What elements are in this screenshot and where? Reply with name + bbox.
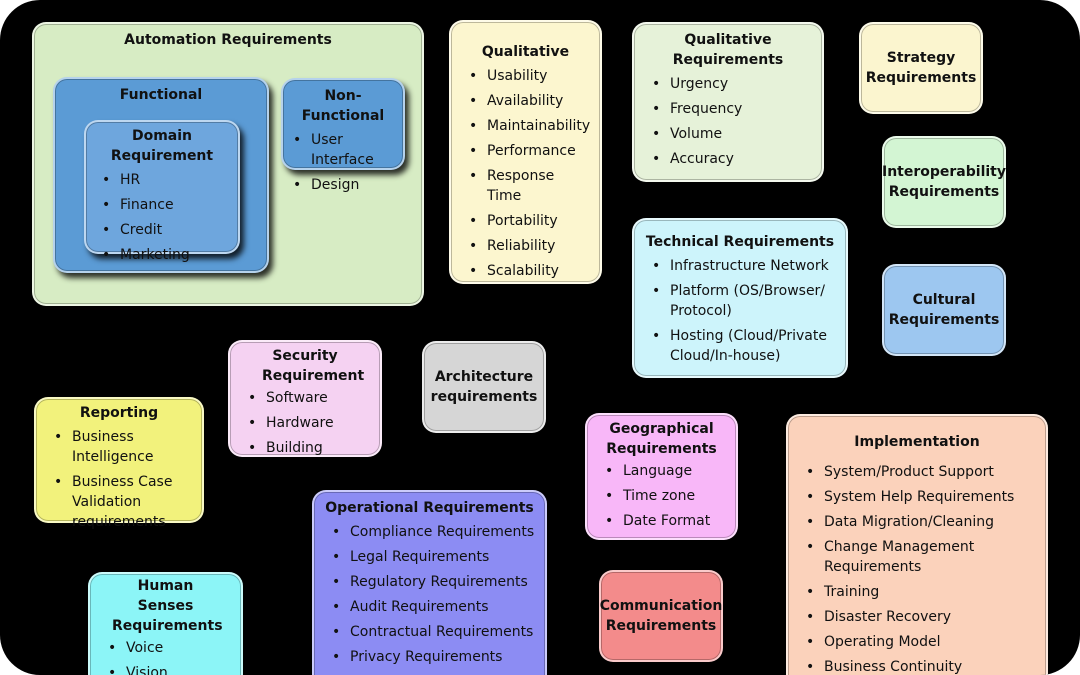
automation-requirements-title: Automation Requirements <box>124 32 332 48</box>
architecture-requirements-box: Architecture requirements <box>422 341 546 433</box>
list-item: Portability <box>469 211 592 231</box>
list-item: Finance <box>102 195 232 215</box>
qualitative-title: Qualitative <box>481 44 570 60</box>
cultural-requirements-box: Cultural Requirements <box>882 264 1006 356</box>
reporting-box: Reporting Business IntelligenceBusiness … <box>34 397 204 530</box>
list-item: Business Intelligence <box>54 427 194 467</box>
strategy-requirements-box: Strategy Requirements <box>859 22 983 114</box>
list-item: Credit <box>102 220 232 240</box>
cultural-requirements-title: Cultural Requirements <box>888 292 1000 328</box>
geographical-requirements-box: Geographical Requirements LanguageTime z… <box>585 413 738 540</box>
list-item: Building Access <box>248 438 372 455</box>
list-item: Data Migration/Cleaning <box>806 512 1038 532</box>
domain-requirement-title: Domain Requirement <box>110 128 214 164</box>
qualitative-requirements-list: UrgencyFrequencyVolumeAccuracy <box>642 74 814 169</box>
list-item: Infrastructure Network <box>652 256 838 276</box>
domain-requirement-box: Domain Requirement HR FinanceCreditMarket… <box>84 120 240 265</box>
list-item: System/Product Support <box>806 462 1038 482</box>
strategy-requirements-title: Strategy Requirements <box>865 50 977 86</box>
qualitative-box: Qualitative UsabilityAvailabilityMaintai… <box>449 20 602 284</box>
list-item: System Help Requirements <box>806 487 1038 507</box>
security-requirement-list: SoftwareHardwareBuilding Access <box>238 388 372 455</box>
domain-requirement-list: HR FinanceCreditMarketing <box>92 170 232 265</box>
geographical-requirements-title: Geographical Requirements <box>606 421 717 457</box>
human-senses-requirements-box: Human Senses Requirements VoiceVisionTou… <box>88 572 243 675</box>
list-item: Training <box>806 582 1038 602</box>
geographical-requirements-list: LanguageTime zoneDate Format <box>595 461 728 531</box>
list-item: Time zone <box>605 486 728 506</box>
communication-requirements-title: Communication Requirements <box>599 598 723 634</box>
list-item: Language <box>605 461 728 481</box>
list-item: Design <box>293 175 395 195</box>
non-functional-list: User InterfaceDesign <box>291 130 395 195</box>
qualitative-list: UsabilityAvailabilityMaintainabilityPerf… <box>459 66 592 281</box>
list-item: Scalability <box>469 261 592 281</box>
list-item: Voice <box>108 638 233 658</box>
list-item: Operating Model <box>806 632 1038 652</box>
interoperability-requirements-box: Interoperability Requirements <box>882 136 1006 228</box>
technical-requirements-title: Technical Requirements <box>645 234 835 250</box>
list-item: Date Format <box>605 511 728 531</box>
operational-requirements-box: Operational Requirements Compliance Requ… <box>312 490 547 675</box>
reporting-list: Business IntelligenceBusiness Case Valid… <box>44 427 194 532</box>
human-senses-requirements-title: Human Senses Requirements <box>112 578 223 634</box>
list-item: Hardware <box>248 413 372 433</box>
implementation-title: Implementation <box>854 434 980 450</box>
technical-requirements-box: Technical Requirements Infrastructure Ne… <box>632 218 848 378</box>
list-item: Hosting (Cloud/Private Cloud/In-house) <box>652 326 838 366</box>
human-senses-requirements-list: VoiceVisionTouch <box>98 638 233 675</box>
qualitative-requirements-box: Qualitative Requirements UrgencyFrequenc… <box>632 22 824 182</box>
operational-requirements-list: Compliance RequirementsLegal Requirement… <box>322 522 537 667</box>
implementation-box: Implementation System/Product SupportSys… <box>786 414 1048 675</box>
list-item: Audit Requirements <box>332 597 537 617</box>
list-item: Change Management Requirements <box>806 537 1038 577</box>
list-item: Usability <box>469 66 592 86</box>
list-item: Reliability <box>469 236 592 256</box>
qualitative-requirements-title: Qualitative Requirements <box>672 32 784 68</box>
architecture-requirements-title: Architecture requirements <box>430 369 538 405</box>
functional-title: Functional <box>119 87 203 103</box>
list-item: Privacy Requirements <box>332 647 537 667</box>
list-item: Vision <box>108 663 233 675</box>
non-functional-title: Non-Functional <box>301 88 385 124</box>
list-item: Maintainability <box>469 116 592 136</box>
list-item: Software <box>248 388 372 408</box>
list-item: Availability <box>469 91 592 111</box>
list-item: Business Continuity <box>806 657 1038 675</box>
list-item: Regulatory Requirements <box>332 572 537 592</box>
list-item: Urgency <box>652 74 814 94</box>
operational-requirements-title: Operational Requirements <box>325 500 534 516</box>
list-item: Business Case Validation requirements <box>54 472 194 532</box>
list-item: Volume <box>652 124 814 144</box>
list-item: Compliance Requirements <box>332 522 537 542</box>
list-item: Performance <box>469 141 592 161</box>
list-item: Platform (OS/Browser/ Protocol) <box>652 281 838 321</box>
security-requirement-box: Security Requirement SoftwareHardwareBui… <box>228 340 382 457</box>
interoperability-requirements-title: Interoperability Requirements <box>882 164 1006 200</box>
communication-requirements-box: Communication Requirements <box>599 570 723 662</box>
security-requirement-title: Security Requirement <box>262 348 365 384</box>
list-item: Contractual Requirements <box>332 622 537 642</box>
list-item: Legal Requirements <box>332 547 537 567</box>
technical-requirements-list: Infrastructure NetworkPlatform (OS/Brows… <box>642 256 838 366</box>
list-item: Frequency <box>652 99 814 119</box>
list-item: Marketing <box>102 245 232 265</box>
list-item: Disaster Recovery <box>806 607 1038 627</box>
implementation-list: System/Product SupportSystem Help Requir… <box>796 462 1038 675</box>
list-item: User Interface <box>293 130 395 170</box>
list-item: Response Time <box>469 166 592 206</box>
reporting-title: Reporting <box>79 405 159 421</box>
list-item: HR <box>102 170 232 190</box>
list-item: Accuracy <box>652 149 814 169</box>
non-functional-box: Non-Functional User InterfaceDesign <box>281 78 405 195</box>
